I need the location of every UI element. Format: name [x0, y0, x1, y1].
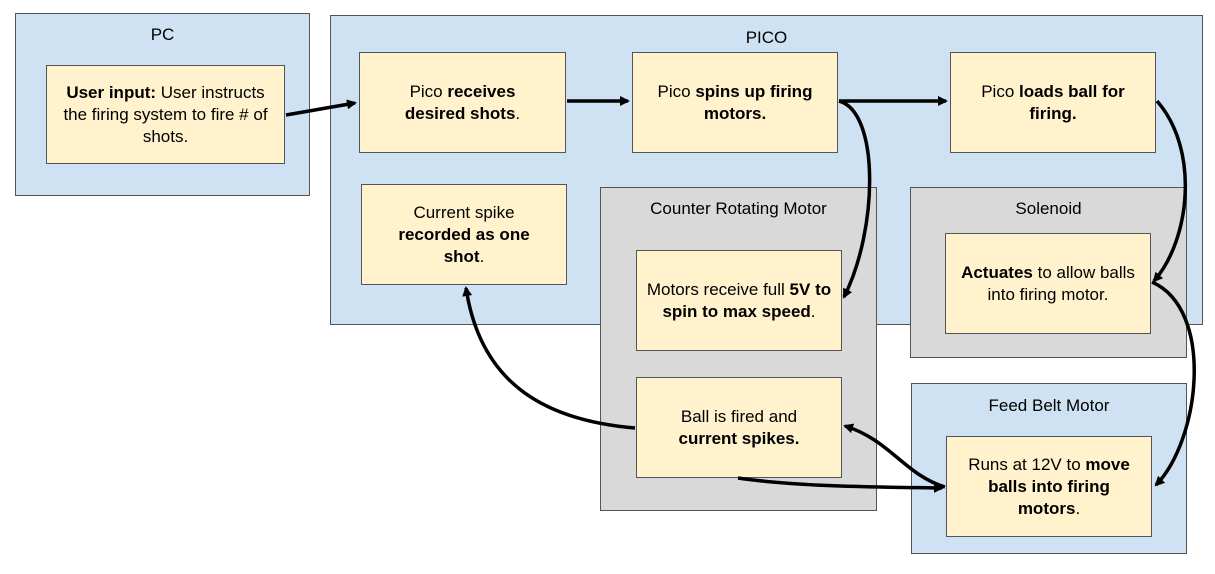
bold-text: loads ball for firing.	[1019, 81, 1125, 123]
plain-text: Runs at 12V to	[968, 454, 1086, 474]
group-solenoid-title: Solenoid	[1015, 199, 1082, 218]
box-motors-receive-5v: Motors receive full 5V to spin to max sp…	[636, 250, 842, 351]
plain-text: to allow balls into firing motor.	[987, 262, 1135, 304]
bold-text: Actuates	[961, 262, 1033, 282]
group-pico-title: PICO	[745, 28, 788, 47]
box-actuates: Actuates to allow balls into firing moto…	[945, 233, 1151, 334]
box-motors-receive-5v-text: Motors receive full 5V to spin to max sp…	[645, 279, 833, 323]
box-loads-ball-text: Pico loads ball for firing.	[965, 81, 1141, 125]
plain-text: .	[515, 103, 521, 123]
box-user-input: User input: User instructs the firing sy…	[46, 65, 285, 164]
plain-text: .	[1075, 498, 1081, 518]
box-ball-fired-text: Ball is fired and current spikes.	[661, 406, 817, 450]
plain-text: Current spike	[413, 202, 515, 222]
plain-text: Pico	[657, 81, 696, 101]
plain-text: Pico	[409, 81, 448, 101]
plain-text: Pico	[981, 81, 1019, 101]
box-runs-12v: Runs at 12V to move balls into firing mo…	[946, 436, 1152, 537]
bold-text: User input:	[66, 82, 157, 102]
bold-text: 5V to spin to max speed	[662, 279, 832, 321]
group-pc-title: PC	[150, 25, 175, 44]
plain-text: .	[810, 301, 816, 321]
box-current-spike: Current spike recorded as one shot.	[361, 184, 567, 285]
bold-text: current spikes.	[678, 428, 800, 448]
box-current-spike-text: Current spike recorded as one shot.	[388, 202, 540, 268]
bold-text: move balls into firing motors	[988, 454, 1130, 518]
plain-text: User instructs the firing system to fire…	[63, 82, 268, 146]
group-feed-belt-motor-title: Feed Belt Motor	[988, 396, 1110, 415]
box-receives-desired-shots: Pico receives desired shots.	[359, 52, 566, 153]
plain-text: Ball is fired and	[680, 406, 798, 426]
box-loads-ball: Pico loads ball for firing.	[950, 52, 1156, 153]
bold-text: receives desired shots	[404, 81, 516, 123]
bold-text: recorded as one shot	[398, 224, 530, 266]
plain-text: Motors receive full	[646, 279, 790, 299]
box-ball-fired: Ball is fired and current spikes.	[636, 377, 842, 478]
bold-text: spins up firing motors.	[695, 81, 813, 123]
box-spins-up-firing-motors: Pico spins up firing motors.	[632, 52, 838, 153]
box-runs-12v-text: Runs at 12V to move balls into firing mo…	[961, 454, 1137, 520]
plain-text: .	[479, 246, 485, 266]
group-counter-rotating-motor-title: Counter Rotating Motor	[650, 199, 827, 218]
box-receives-desired-shots-text: Pico receives desired shots.	[390, 81, 535, 125]
box-user-input-text: User input: User instructs the firing sy…	[53, 82, 278, 148]
box-actuates-text: Actuates to allow balls into firing moto…	[956, 262, 1140, 306]
box-spins-up-firing-motors-text: Pico spins up firing motors.	[645, 81, 825, 125]
